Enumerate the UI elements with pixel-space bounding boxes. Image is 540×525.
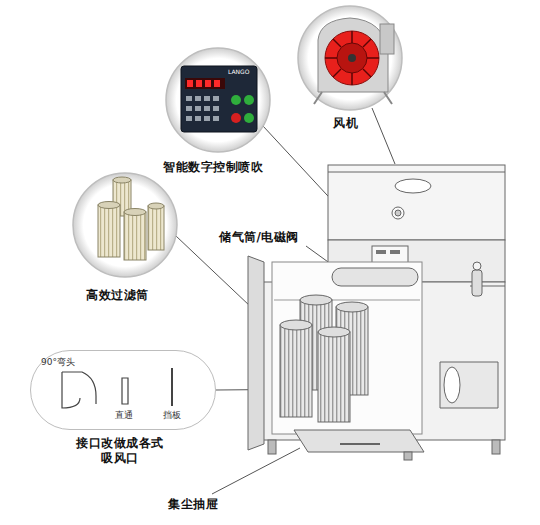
filter-inset bbox=[73, 173, 177, 277]
inlet-label: 接口改做成各式 吸风口 bbox=[74, 436, 166, 466]
control-panel-inset bbox=[166, 48, 270, 152]
inlet-options-panel: 90°弯头直通 挡板 bbox=[30, 350, 216, 430]
brand-mark: LANGO bbox=[228, 68, 249, 76]
filter-label: 高效过滤筒 bbox=[86, 288, 149, 303]
dust-collector bbox=[248, 165, 505, 460]
fan-label: 风机 bbox=[333, 116, 358, 131]
drawer-label: 集尘抽屉 bbox=[168, 497, 218, 512]
option-label: 挡板 bbox=[163, 409, 181, 422]
option-label: 直通 bbox=[115, 409, 133, 422]
option-label: 90°弯头 bbox=[41, 356, 75, 369]
tank-valve-label: 储气筒/电磁阀 bbox=[219, 230, 299, 245]
inlet-options bbox=[62, 368, 172, 408]
fan-inset bbox=[298, 6, 402, 110]
control-label: 智能数字控制喷吹 bbox=[163, 160, 263, 175]
